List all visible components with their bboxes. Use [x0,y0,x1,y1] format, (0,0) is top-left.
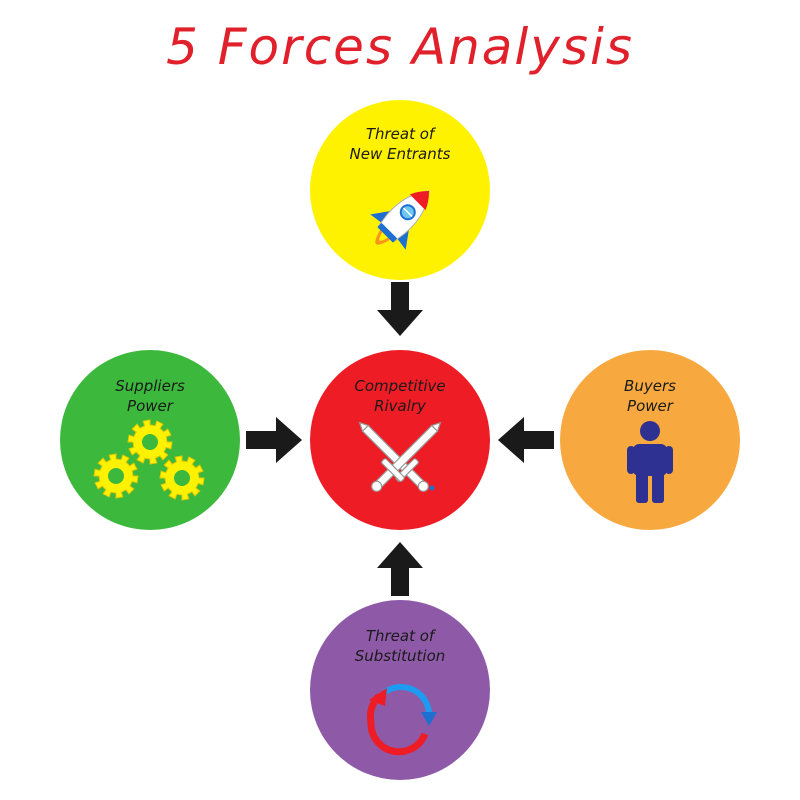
arrow-down-from-new-entrants [377,282,423,336]
rivalry-circle [310,350,490,530]
diagram-title: 5 Forces Analysis [166,18,634,76]
arrow-right-from-suppliers [246,417,302,463]
suppliers-label-line1: Suppliers [115,377,185,395]
new-entrants-circle [310,100,490,280]
buyers-label: Buyers Power [570,376,730,416]
gears-icon [93,419,205,501]
cycle-arrows-icon [366,683,437,756]
new-entrants-label-line2: New Entrants [349,145,451,163]
suppliers-label-line2: Power [127,397,173,415]
crossed-swords-icon [358,421,442,492]
rivalry-label-line1: Competitive [354,377,446,395]
substitution-label: Threat of Substitution [320,626,480,666]
substitution-label-line1: Threat of [365,627,435,645]
rivalry-label: Competitive Rivalry [320,376,480,416]
person-icon [627,421,673,503]
arrow-left-from-buyers [498,417,554,463]
arrow-up-from-substitution [377,542,423,596]
buyers-label-line2: Power [627,397,673,415]
substitution-label-line2: Substitution [354,647,446,665]
new-entrants-label-line1: Threat of [365,125,435,143]
rivalry-label-line2: Rivalry [374,397,426,415]
rocket-icon [370,190,430,250]
new-entrants-label: Threat of New Entrants [320,124,480,164]
suppliers-label: Suppliers Power [70,376,230,416]
buyers-label-line1: Buyers [624,377,676,395]
